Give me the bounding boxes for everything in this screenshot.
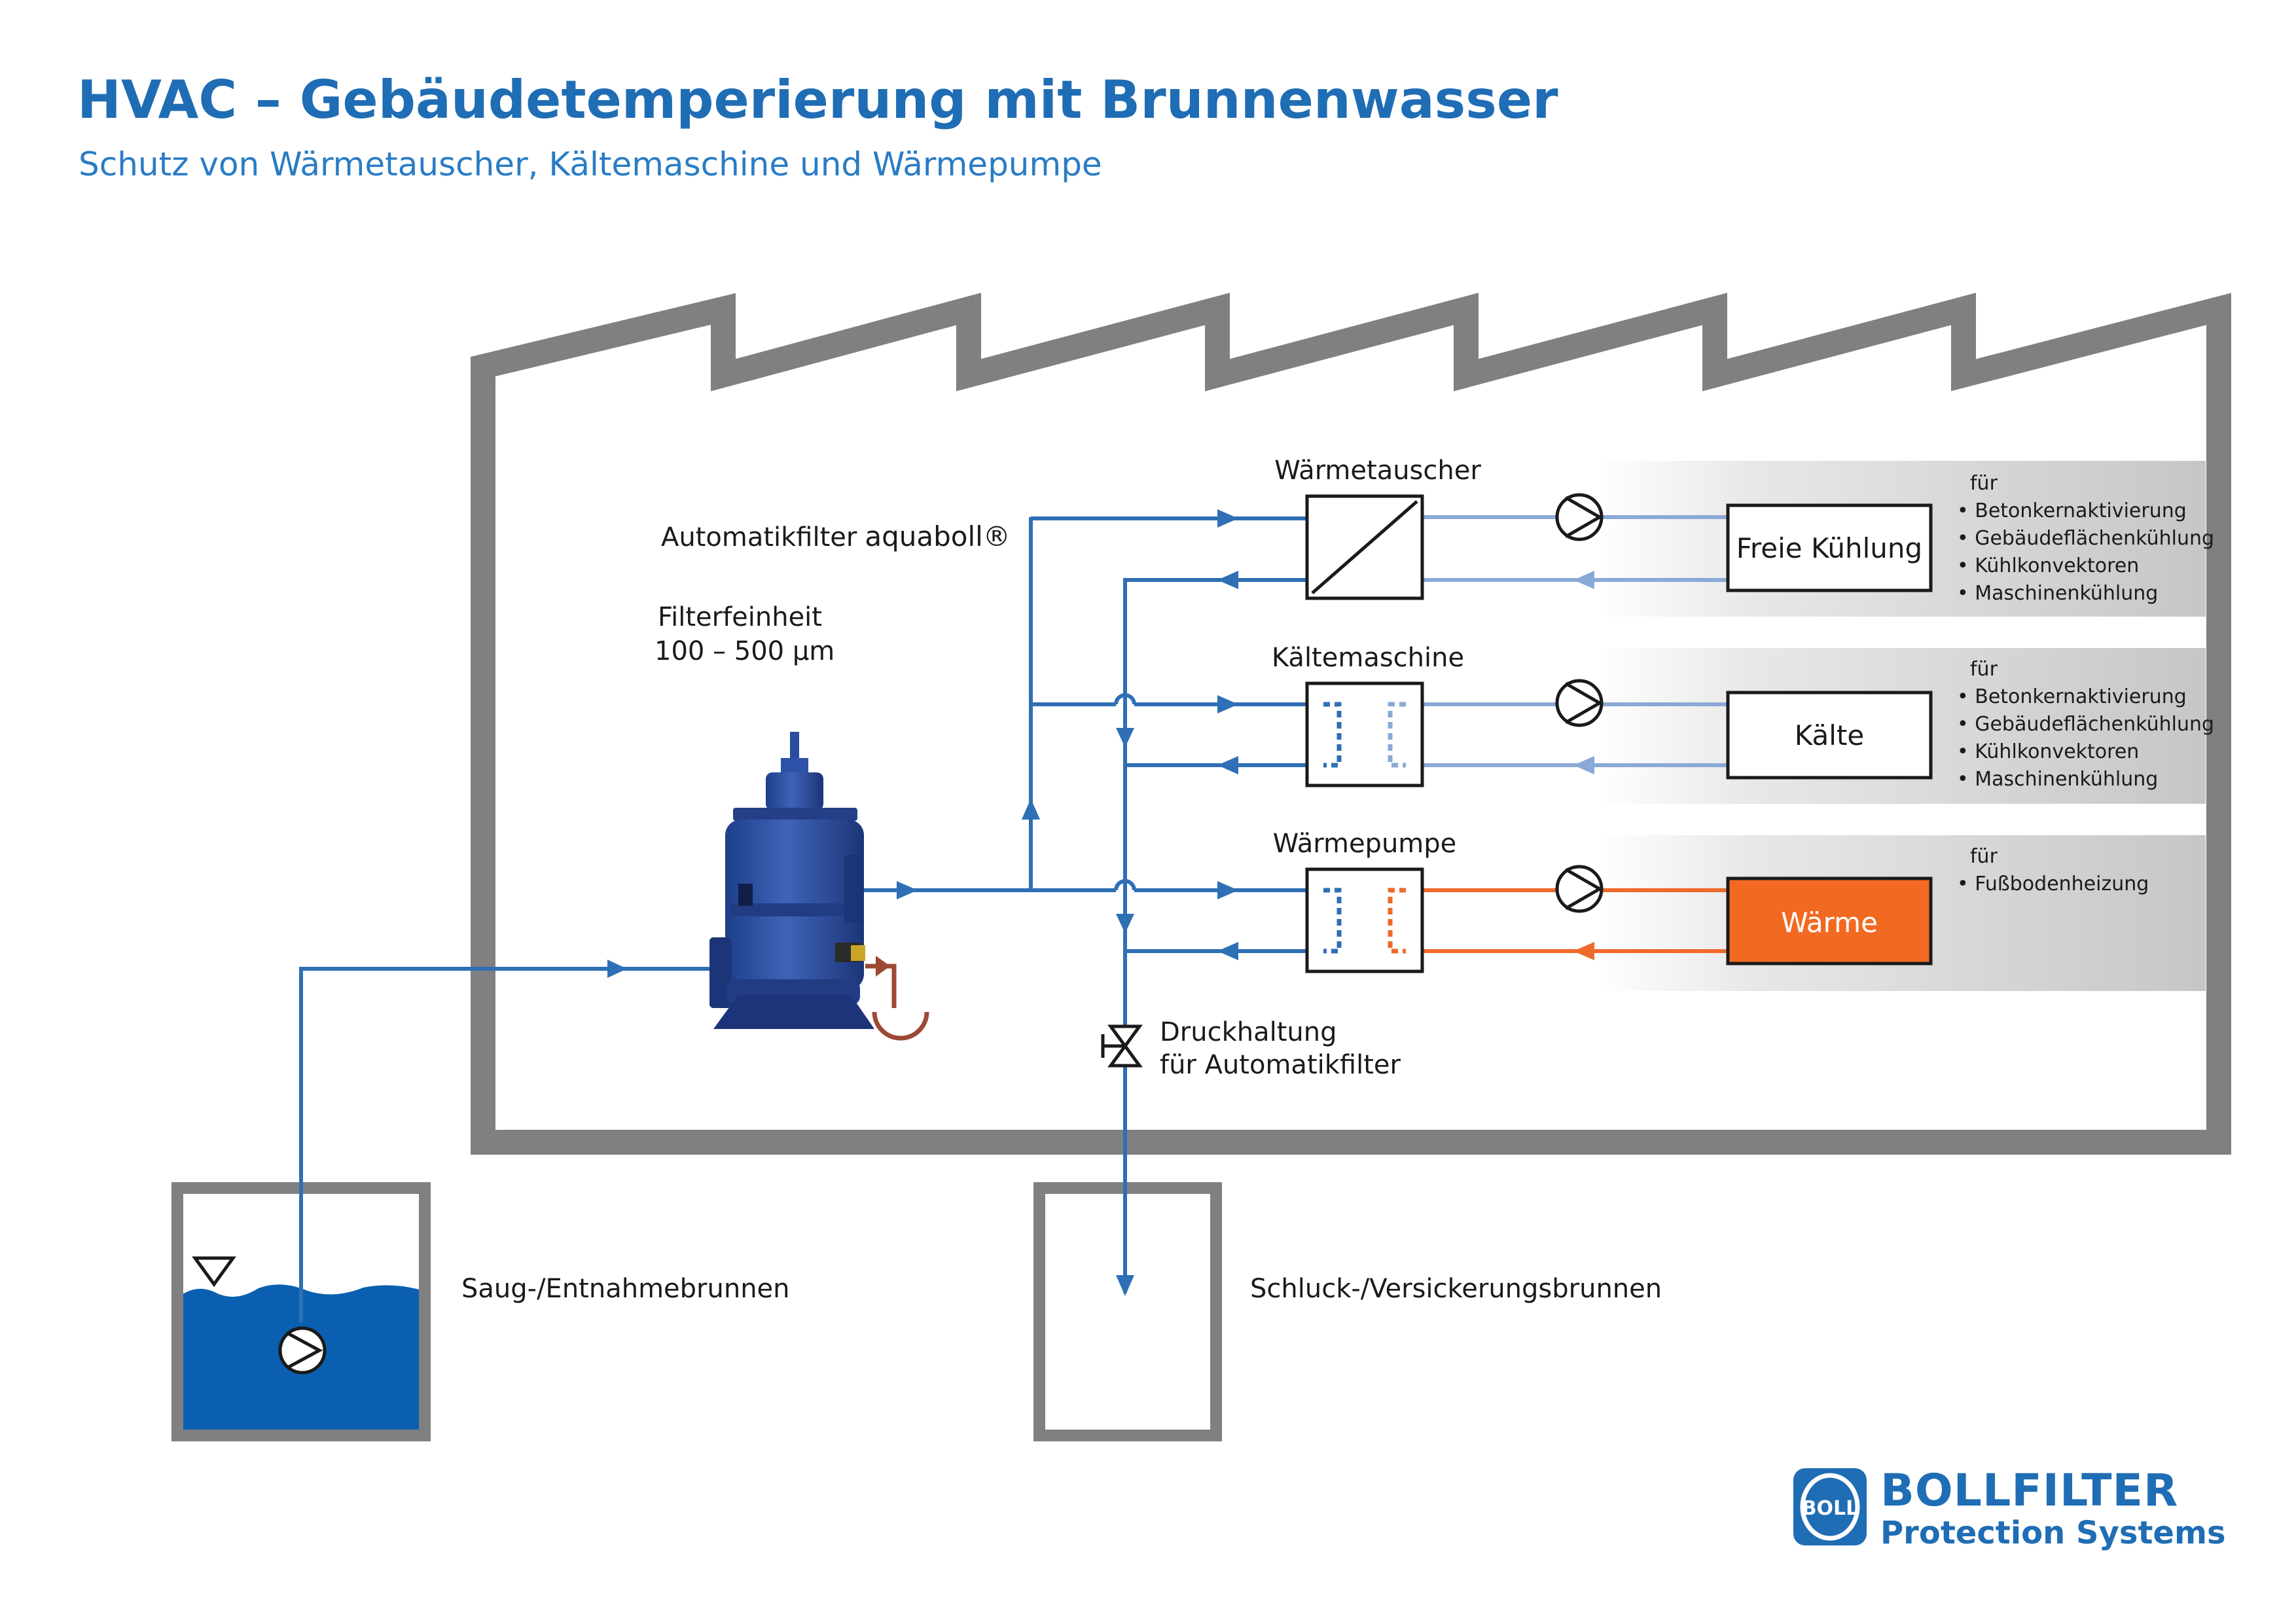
automatic-filter	[709, 732, 929, 1041]
consumer-item: • Gebäudeflächenkühlung	[1957, 527, 2214, 550]
arrow-left-heating	[1573, 942, 1594, 960]
filter-gauge	[738, 884, 753, 906]
flow-arrows	[607, 509, 1594, 1296]
consumer-item: • Gebäudeflächenkühlung	[1957, 713, 2214, 736]
intake-pipe	[299, 967, 717, 1322]
chiller-evaporator	[1323, 702, 1342, 768]
water-level-icon	[192, 1256, 236, 1288]
heat-pump: Wärmepumpe	[1273, 829, 1457, 973]
filter-label-brand: aquaboll®	[865, 520, 1010, 552]
arrow-up-riser	[1022, 799, 1040, 820]
heat-exchanger-label: Wärmetauscher	[1274, 456, 1481, 486]
heat-pump-label: Wärmepumpe	[1273, 829, 1457, 859]
logo-name: BOLLFILTER	[1880, 1465, 2178, 1517]
well-pump-icon	[278, 1326, 327, 1375]
filter-fineness-value: 100 – 500 µm	[655, 636, 834, 666]
consumer-item: • Kühlkonvektoren	[1957, 740, 2139, 763]
heat-pump-condenser	[1388, 888, 1406, 954]
arrow-down-return-well	[1116, 1275, 1134, 1296]
consumer-for: für	[1970, 845, 1998, 868]
consumer-cooling: Kälte für • Betonkernaktivierung • Gebäu…	[1726, 658, 2214, 791]
logo-emblem-ring	[1800, 1473, 1860, 1541]
page-subtitle: Schutz von Wärmetauscher, Kältemaschine …	[79, 145, 1102, 183]
page-title: HVAC – Gebäudetemperierung mit Brunnenwa…	[77, 69, 1558, 130]
bollfilter-logo: BOLL BOLLFILTER Protection Systems	[1793, 1465, 2226, 1551]
logo-emblem-text: BOLL	[1802, 1497, 1859, 1520]
flush-line	[865, 964, 897, 1008]
flush-arrow	[876, 956, 890, 977]
return-well-label: Schluck-/Versickerungsbrunnen	[1250, 1274, 1662, 1304]
arrow-right-2	[1217, 695, 1238, 713]
filter-drive	[766, 772, 823, 810]
chiller-label: Kältemaschine	[1272, 643, 1464, 673]
logo-tagline: Protection Systems	[1880, 1515, 2226, 1551]
intake-well-label: Saug-/Entnahmebrunnen	[461, 1274, 790, 1304]
filter-label: Automatikfilter aquaboll®	[661, 520, 1011, 552]
arrow-right-intake	[607, 960, 627, 978]
filter-inlet-flange	[709, 937, 732, 1008]
consumer-label: Freie Kühlung	[1736, 532, 1922, 564]
return-well	[1033, 1182, 1222, 1441]
consumer-for: für	[1970, 472, 1998, 495]
consumer-item: • Kühlkonvektoren	[1957, 554, 2139, 577]
consumer-item: • Maschinenkühlung	[1957, 582, 2158, 605]
building-outline	[471, 293, 2231, 1155]
consumer-box	[1726, 503, 1933, 592]
filter-motor-cap	[781, 758, 808, 772]
pumps	[278, 493, 1604, 1375]
heat-pump-box	[1305, 867, 1424, 973]
consumer-box-heat	[1726, 876, 1933, 965]
heat-exchanger-diagonal	[1311, 500, 1418, 594]
logo-emblem	[1793, 1468, 1867, 1545]
consumer-label: Wärme	[1781, 907, 1878, 939]
consumer-for: für	[1970, 658, 1998, 681]
filter-top-flange	[733, 808, 857, 821]
consumer-item: • Betonkernaktivierung	[1957, 499, 2187, 522]
filter-outlet-flange	[844, 855, 864, 923]
valve-label-2: für Automatikfilter	[1160, 1050, 1401, 1080]
pump-icon	[1555, 679, 1604, 727]
arrow-left-3	[1217, 942, 1238, 960]
chiller-box	[1305, 681, 1424, 787]
consumer-box	[1726, 691, 1933, 780]
filter-fineness-label: Filterfeinheit	[658, 602, 822, 632]
arrow-down-2	[1116, 914, 1134, 933]
heat-exchanger: Wärmetauscher	[1274, 456, 1481, 600]
pump-icon	[1555, 493, 1604, 541]
chiller: Kältemaschine	[1272, 643, 1464, 787]
filter-base	[713, 995, 874, 1029]
arrow-left-1	[1217, 571, 1238, 589]
consumer-heating: Wärme für • Fußbodenheizung	[1726, 845, 2149, 965]
drain-icon	[872, 1011, 929, 1041]
arrow-right-filter	[897, 881, 918, 899]
consumer-item: • Maschinenkühlung	[1957, 768, 2158, 791]
pressure-valve: Druckhaltung für Automatikfilter	[1101, 1017, 1401, 1080]
heat-pump-evaporator	[1323, 888, 1342, 954]
chiller-condenser	[1388, 702, 1406, 768]
consumer-item: • Fußbodenheizung	[1957, 873, 2149, 895]
arrow-left-2	[1217, 756, 1238, 774]
consumer-label: Kälte	[1795, 719, 1865, 751]
arrow-left-cooling	[1573, 756, 1594, 774]
consumer-item: • Betonkernaktivierung	[1957, 685, 2187, 708]
arrow-down-1	[1116, 728, 1134, 748]
filter-flush-actuator	[851, 945, 865, 961]
pump-icon	[1555, 865, 1604, 913]
arrow-right-3	[1217, 881, 1238, 899]
arrow-left-free-cooling	[1573, 571, 1594, 589]
filter-mid-flange	[730, 903, 859, 916]
valve-label-1: Druckhaltung	[1160, 1017, 1337, 1047]
consumer-free-cooling: Freie Kühlung für • Betonkernaktivierung…	[1726, 472, 2214, 605]
filter-label-prefix: Automatikfilter	[661, 522, 857, 552]
arrow-right-1	[1217, 509, 1238, 528]
